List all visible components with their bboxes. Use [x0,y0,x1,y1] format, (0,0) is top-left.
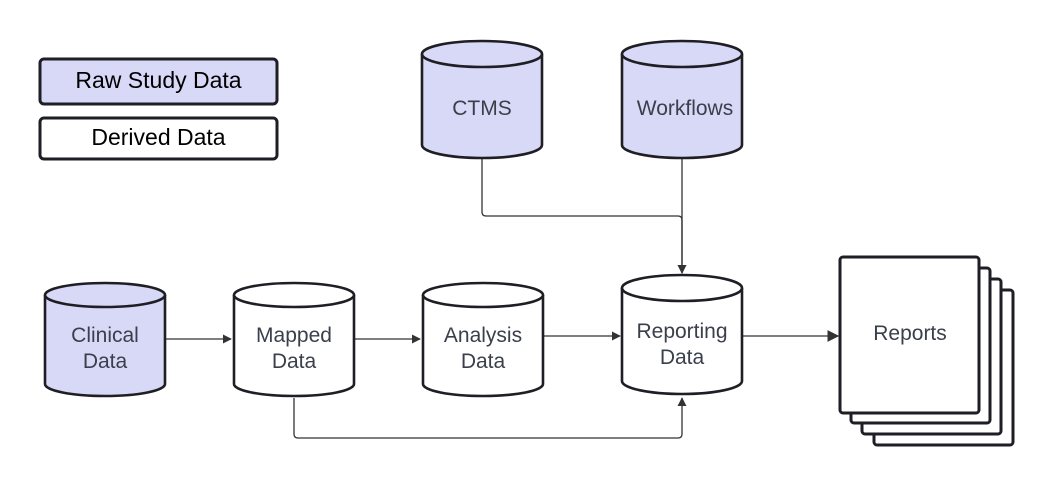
clinical-cylinder-body [43,295,167,398]
ctms-cylinder-top [420,39,544,69]
mapped-cylinder-body [232,295,356,398]
clinical-data-database: Clinical Data [43,281,167,398]
ctms-database: CTMS [420,39,544,160]
analysis-cylinder-top [421,281,545,309]
analysis-cylinder-body [421,295,545,398]
workflows-cylinder-body [620,54,744,160]
workflows-cylinder-top [620,39,744,69]
legend-raw-study-data: Raw Study Data [38,57,279,106]
legend-derived-data: Derived Data [38,116,279,161]
legend-raw-swatch [38,57,279,106]
mapped-label-line2: Data [272,350,317,373]
mapped-data-database: Mapped Data [232,281,356,398]
ctms-cylinder-body [420,54,544,160]
legend: Raw Study Data Derived Data [38,57,279,161]
reporting-label-line2: Data [660,346,705,369]
edge-mapped-to-reporting [293,397,687,439]
legend-derived-swatch [38,116,279,161]
legend-raw-label: Raw Study Data [75,67,241,93]
clinical-label-line1: Clinical [71,324,139,347]
clinical-label-line2: Data [83,350,128,373]
workflows-database: Workflows [620,39,744,160]
reporting-cylinder-top [620,273,744,303]
mapped-label-line1: Mapped [256,324,332,347]
analysis-label-line1: Analysis [444,324,522,347]
reports-document-stack: Reports [838,255,1015,447]
reporting-cylinder-body [620,288,744,396]
mapped-cylinder-top [232,281,356,309]
ctms-label: CTMS [452,97,512,120]
clinical-cylinder-top [43,281,167,309]
analysis-label-line2: Data [461,350,506,373]
reporting-data-database: Reporting Data [620,273,744,396]
connectors [165,158,840,439]
legend-derived-label: Derived Data [91,124,225,150]
reports-label: Reports [873,322,947,345]
workflows-label: Workflows [637,97,733,120]
analysis-data-database: Analysis Data [421,281,545,398]
reporting-label-line1: Reporting [636,320,727,343]
reports-page-1 [838,255,981,415]
edge-ctms-to-reporting [481,158,687,274]
